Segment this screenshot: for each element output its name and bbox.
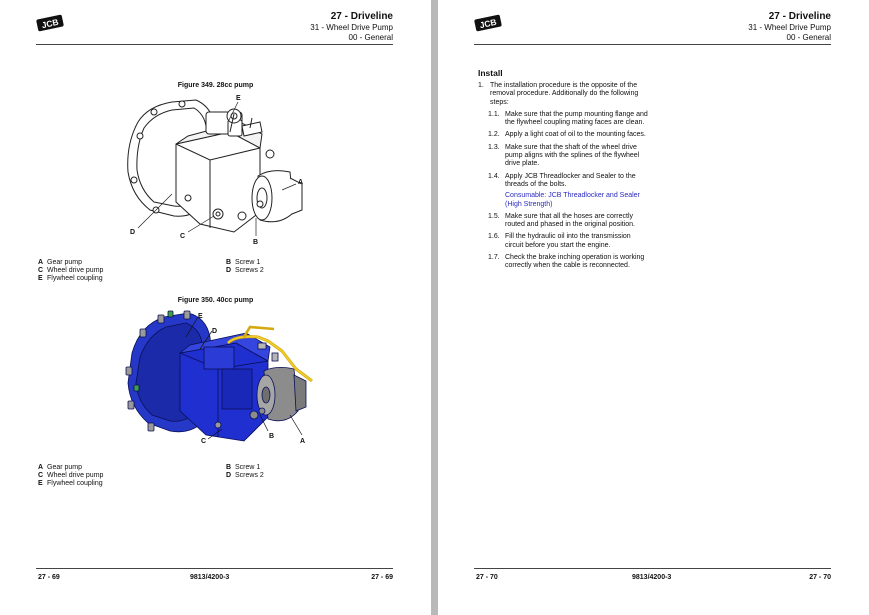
page-header: 27 - Driveline 31 - Wheel Drive Pump 00 …: [310, 11, 393, 43]
substep-1-3: 1.3.Make sure that the shaft of the whee…: [488, 143, 640, 168]
callout-e: E: [198, 313, 203, 320]
substep-1-2: 1.2.Apply a light coat of oil to the mou…: [488, 131, 646, 139]
substep-list: 1.1.Make sure that the pump mounting fla…: [478, 111, 648, 271]
footer-page-number-right: 27 - 69: [371, 574, 393, 581]
footer-page-number-right: 27 - 70: [809, 574, 831, 581]
callout-a: A: [298, 179, 303, 186]
substep-1-4: 1.4.Apply JCB Threadlocker and Sealer to…: [488, 172, 636, 188]
header-divider: [36, 44, 393, 45]
install-heading: Install: [478, 68, 503, 78]
figure-349-28cc-pump-drawing: E A B C D: [127, 95, 303, 246]
page-27-70: JCB 27 - Driveline 31 - Wheel Drive Pump…: [438, 0, 869, 615]
figure-350-40cc-pump-render: E D A B C: [125, 310, 313, 445]
page-header: 27 - Driveline 31 - Wheel Drive Pump 00 …: [748, 11, 831, 43]
callout-a: A: [300, 438, 305, 445]
callout-c: C: [201, 438, 206, 445]
substep-1-5: 1.5.Make sure that all the hoses are cor…: [488, 212, 635, 229]
chapter-title: 00 - General: [786, 33, 831, 42]
footer-document-number: 9813/4200-3: [190, 574, 230, 581]
header-divider: [474, 44, 831, 45]
substep-1-1: 1.1.Make sure that the pump mounting fla…: [488, 110, 648, 127]
svg-text:JCB: JCB: [479, 17, 498, 30]
section-title: 27 - Driveline: [330, 11, 393, 22]
jcb-logo: JCB: [474, 14, 502, 32]
footer-page-number-left: 27 - 70: [476, 574, 498, 581]
section-title: 27 - Driveline: [768, 11, 831, 22]
substep-1-7: 1.7.Check the brake inching operation is…: [488, 254, 645, 270]
footer-divider: [36, 568, 393, 569]
callout-d: D: [212, 328, 217, 335]
footer-document-number: 9813/4200-3: [632, 574, 672, 581]
figure-350-title: Figure 350. 40cc pump: [177, 297, 254, 304]
callout-c: C: [180, 233, 185, 240]
svg-text:JCB: JCB: [41, 17, 60, 30]
subsection-title: 31 - Wheel Drive Pump: [748, 23, 831, 32]
callout-d: D: [130, 229, 135, 236]
install-steps: 1. The installation procedure is the opp…: [478, 82, 648, 275]
figure-349-title: Figure 349. 28cc pump: [177, 82, 254, 89]
subsection-title: 31 - Wheel Drive Pump: [310, 23, 393, 32]
page-27-69: JCB 27 - Driveline 31 - Wheel Drive Pump…: [0, 0, 431, 615]
substep-1-6: 1.6.Fill the hydraulic oil into the tran…: [488, 233, 631, 249]
chapter-title: 00 - General: [348, 33, 393, 42]
step-1: 1. The installation procedure is the opp…: [478, 82, 639, 106]
jcb-logo: JCB: [36, 14, 64, 32]
footer-divider: [474, 568, 831, 569]
callout-b: B: [269, 433, 274, 440]
consumable-link[interactable]: Consumable: JCB Threadlocker and Sealer …: [505, 192, 640, 208]
callout-e: E: [236, 95, 241, 102]
footer-page-number-left: 27 - 69: [38, 574, 60, 581]
callout-b: B: [253, 239, 258, 246]
